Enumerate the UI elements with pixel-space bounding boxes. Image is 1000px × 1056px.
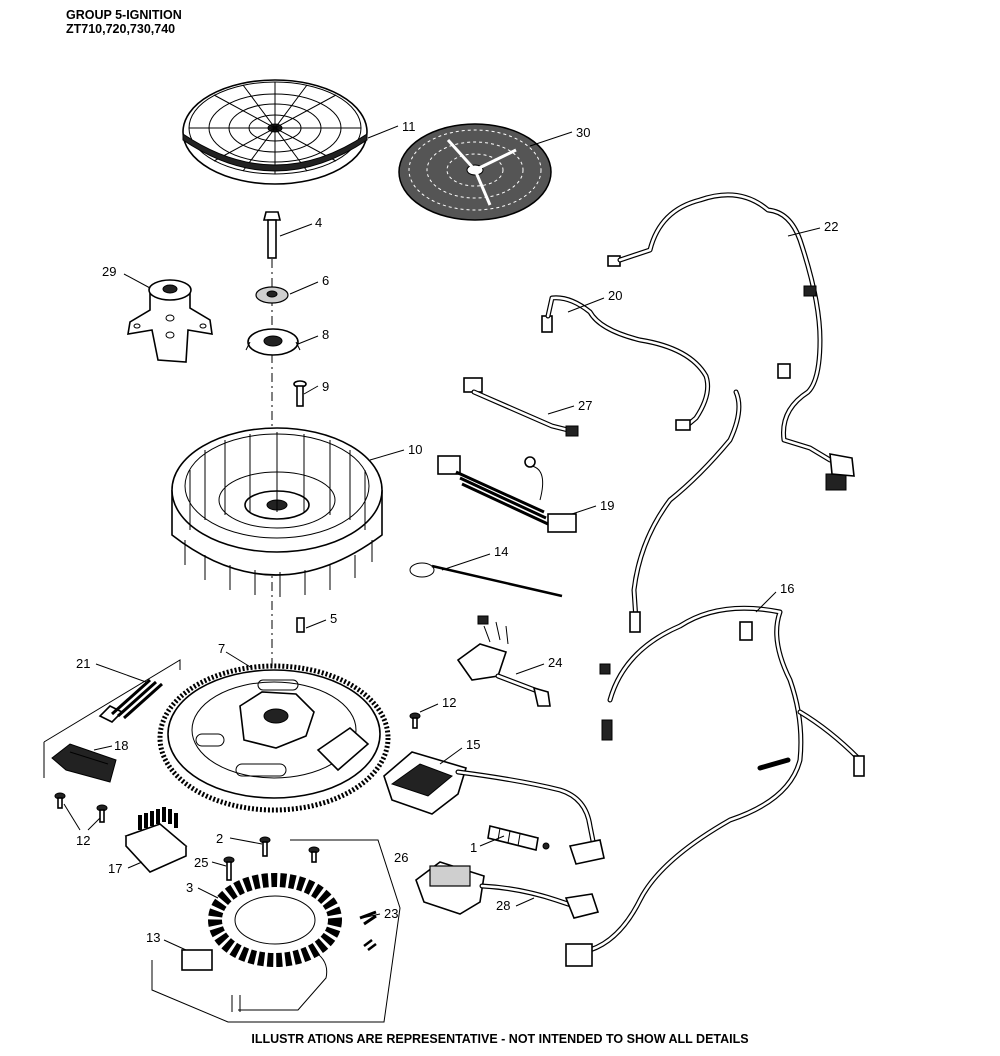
callout-15: 15: [466, 737, 480, 752]
screws-left: [54, 792, 108, 823]
ignition-module: [383, 751, 605, 865]
mounting-bracket: [127, 279, 213, 363]
callout-3: 3: [186, 880, 193, 895]
callout-11: 11: [402, 119, 416, 134]
cable-tie: [409, 562, 563, 598]
callout-4: 4: [315, 215, 322, 230]
callout-20: 20: [608, 288, 622, 303]
lead-set: [43, 659, 181, 778]
callout-17: 17: [108, 861, 122, 876]
callout-2: 2: [216, 831, 223, 846]
ring-gear: [157, 663, 391, 813]
callout-10: 10: [408, 442, 422, 457]
callout-5: 5: [330, 611, 337, 626]
disclaimer-footer: ILLUSTR ATIONS ARE REPRESENTATIVE - NOT …: [251, 1032, 749, 1046]
flywheel: [171, 427, 383, 597]
callout-12: 12: [442, 695, 456, 710]
callout-1: 1: [470, 840, 477, 855]
screw-right: [409, 712, 421, 729]
rectifier: [124, 807, 188, 873]
sensor-harness: [541, 295, 742, 633]
leader-lines: [63, 125, 821, 951]
stator-screws: [223, 836, 320, 881]
callout-30: 30: [576, 125, 590, 140]
main-harness: [607, 192, 855, 491]
flywheel-key: [296, 617, 305, 633]
callout-27: 27: [578, 398, 592, 413]
jumper-harness: [463, 377, 579, 437]
engine-harness: [565, 605, 865, 967]
stator-group-outline: [151, 839, 401, 1023]
pin: [293, 380, 307, 407]
module-harness: [437, 455, 577, 533]
callout-16: 16: [780, 581, 794, 596]
ignition-coil: [415, 861, 600, 919]
callout-28: 28: [496, 898, 510, 913]
callout-21: 21: [76, 656, 90, 671]
magnet: [181, 949, 213, 971]
flywheel-bolt: [262, 211, 282, 259]
callout-26: 26: [394, 850, 408, 865]
callout-labels: 11 30 4 22 29 6 20 8 9 27 10 19 14 16 5 …: [76, 119, 838, 945]
spark-plug: [487, 825, 550, 851]
callout-18: 18: [114, 738, 128, 753]
callout-8: 8: [322, 327, 329, 342]
grass-screen: [182, 79, 368, 185]
relay-harness: [456, 615, 551, 707]
washer: [255, 286, 289, 304]
clips: [359, 910, 377, 951]
callout-14: 14: [494, 544, 508, 559]
callout-25: 25: [194, 855, 208, 870]
diagram-title: GROUP 5-IGNITION: [66, 8, 182, 22]
stator: [208, 873, 342, 1012]
callout-9: 9: [322, 379, 329, 394]
callout-13: 13: [146, 930, 160, 945]
callout-12-left: 12: [76, 833, 90, 848]
fan-retainer: [245, 328, 301, 356]
callout-23: 23: [384, 906, 398, 921]
callout-29: 29: [102, 264, 116, 279]
callout-7: 7: [218, 641, 225, 656]
rectifier-connector: [51, 743, 117, 783]
callout-6: 6: [322, 273, 329, 288]
callout-24: 24: [548, 655, 562, 670]
callout-19: 19: [600, 498, 614, 513]
debris-screen: [398, 123, 552, 221]
callout-22: 22: [824, 219, 838, 234]
model-list: ZT710,720,730,740: [66, 22, 176, 36]
